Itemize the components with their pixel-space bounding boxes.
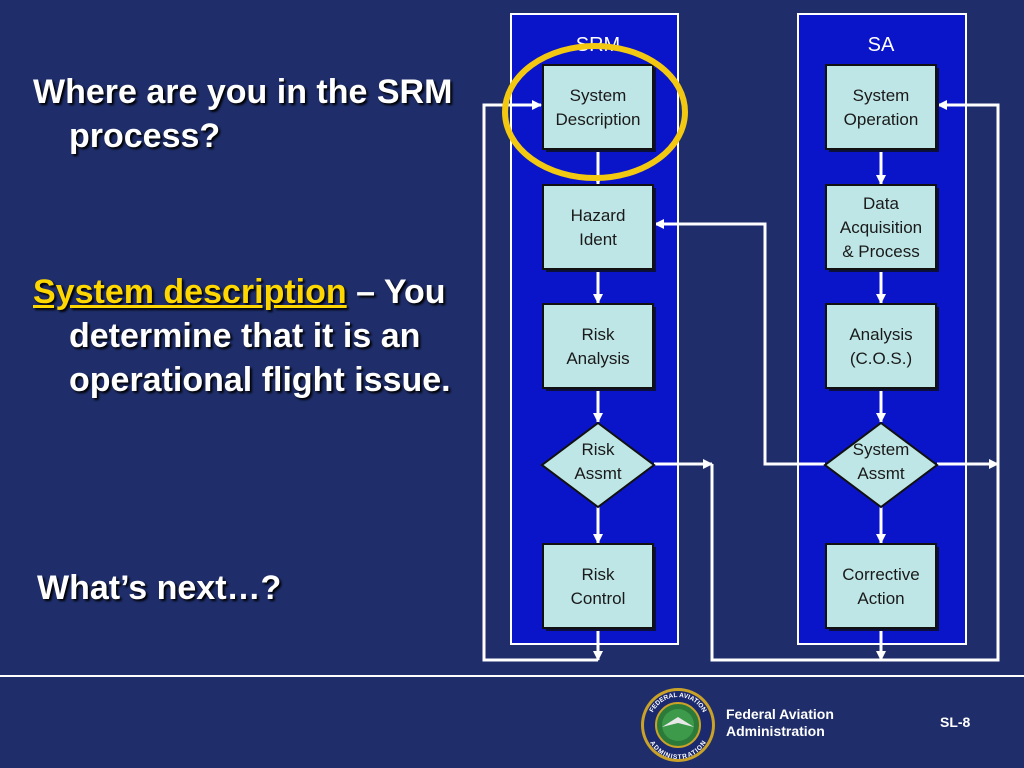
bullet-question: Where are you in the SRM process? <box>33 73 453 155</box>
system-description-shape <box>542 64 654 150</box>
system-assmt-label-line: System <box>853 440 910 459</box>
corrective-action-shape <box>825 543 937 629</box>
org-line-1: Federal Aviation <box>726 706 834 722</box>
analysis-cos-label-line: Analysis <box>849 325 912 344</box>
risk-assmt-shape <box>540 421 656 509</box>
analysis-cos-shape <box>825 303 937 389</box>
system-operation-shape <box>825 64 937 150</box>
analysis-cos-node: Analysis (C.O.S.) <box>825 303 939 391</box>
system-assmt-feedback-arrow <box>654 219 825 466</box>
system-assmt-label-line: Assmt <box>857 464 905 483</box>
eagle-icon <box>662 717 694 727</box>
slide-number: SL-8 <box>940 714 971 730</box>
risk-control-label-line: Risk <box>581 565 615 584</box>
hazard-ident-shape <box>542 184 654 270</box>
risk-control-label-line: Control <box>571 589 626 608</box>
risk-assmt-label-line: Risk <box>581 440 615 459</box>
highlight-term: System description <box>33 273 347 311</box>
data-acquisition-shape <box>825 184 937 270</box>
risk-analysis-label-line: Analysis <box>566 349 629 368</box>
corrective-action-label-line: Action <box>857 589 904 608</box>
srm-to-sa-rail <box>710 464 881 662</box>
hazard-ident-label-line: Hazard <box>571 206 626 225</box>
risk-analysis-shape <box>542 303 654 389</box>
dash: – <box>346 273 376 311</box>
system-assmt-shape <box>823 421 939 509</box>
data-acquisition-label-line: Data <box>863 194 899 213</box>
footer-divider <box>0 675 1024 677</box>
org-line-2: Administration <box>726 723 825 739</box>
system-description-label-line: Description <box>555 110 640 129</box>
sa-loop-back-arrow <box>881 100 1000 662</box>
risk-analysis-label-line: Risk <box>581 325 615 344</box>
srm-loop-back-arrow <box>482 100 598 662</box>
corrective-action-label-line: Corrective <box>842 565 919 584</box>
analysis-cos-label-line: (C.O.S.) <box>850 349 912 368</box>
system-description-label-line: System <box>570 86 627 105</box>
bullet-next: What’s next…? <box>37 569 282 607</box>
data-acquisition-label-line: Acquisition <box>840 218 922 237</box>
org-name: Federal Aviation Administration <box>726 706 834 740</box>
data-acquisition-label-line: & Process <box>842 242 919 261</box>
risk-control-shape <box>542 543 654 629</box>
bullet-system-description: System description – You determine that … <box>33 270 489 402</box>
system-operation-label-line: System <box>853 86 910 105</box>
highlight-ring <box>502 43 688 181</box>
faa-seal-logo: FEDERAL AVIATION ADMINISTRATION <box>641 688 715 762</box>
risk-assmt-label-line: Assmt <box>574 464 622 483</box>
description-text: You determine that it is an operational … <box>69 273 451 399</box>
hazard-ident-label-line: Ident <box>579 230 617 249</box>
sa-column-title: SA <box>868 34 895 56</box>
system-operation-label-line: Operation <box>844 110 919 129</box>
